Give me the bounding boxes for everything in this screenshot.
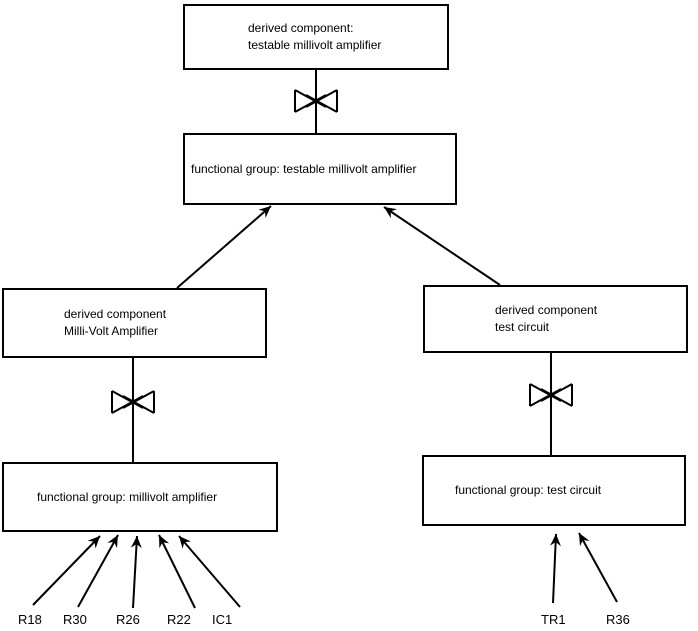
- component-label-r26: R26: [116, 612, 140, 627]
- box-text-line: derived component: [495, 303, 598, 317]
- box-text-line: functional group: test circuit: [455, 483, 602, 497]
- box-derived-component-milli-volt-amplifier: derived component Milli-Volt Amplifier: [2, 288, 267, 358]
- bowtie-decomposition-icon-right: [529, 383, 573, 407]
- box-text-line: functional group: testable millivolt amp…: [191, 161, 417, 176]
- box-derived-component-test-circuit: derived component test circuit: [423, 285, 688, 353]
- box-text-line: testable millivolt amplifier: [248, 38, 382, 52]
- connector-top-derived-to-top-functional: [294, 70, 338, 133]
- component-label-r18: R18: [18, 612, 42, 627]
- arrow-r36-to-right-functional: [578, 532, 618, 603]
- component-label-r22: R22: [167, 612, 191, 627]
- bowtie-decomposition-icon-left: [111, 390, 155, 414]
- component-label-ic1: IC1: [212, 612, 233, 627]
- arrow-r18-to-left-functional: [32, 535, 101, 606]
- component-label-r36: R36: [606, 612, 630, 627]
- arrow-r22-to-left-functional: [158, 534, 196, 609]
- arrow-tr1-to-right-functional: [549, 533, 561, 604]
- box-functional-group-millivolt-amplifier: functional group: millivolt amplifier: [2, 462, 278, 532]
- bowtie-decomposition-icon-top: [294, 89, 338, 113]
- arrow-right-derived-to-top-functional: [383, 206, 501, 286]
- box-text-line: Milli-Volt Amplifier: [64, 324, 159, 338]
- connector-right-derived-to-right-functional: [529, 353, 573, 455]
- box-text-line: functional group: millivolt amplifier: [37, 489, 218, 504]
- box-text-line: test circuit: [495, 320, 550, 334]
- arrow-r30-to-left-functional: [77, 534, 119, 608]
- box-functional-group-testable-millivolt-amplifier: functional group: testable millivolt amp…: [183, 133, 457, 205]
- component-label-r30: R30: [63, 612, 87, 627]
- box-functional-group-test-circuit: functional group: test circuit: [422, 455, 686, 526]
- arrow-r26-to-left-functional: [130, 535, 142, 609]
- component-label-tr1: TR1: [541, 612, 566, 627]
- connector-left-derived-to-left-functional: [111, 358, 155, 462]
- arrow-ic1-to-left-functional: [178, 535, 241, 608]
- box-text-line: derived component: [64, 307, 167, 321]
- box-text-line: derived component:: [248, 21, 354, 35]
- arrow-left-derived-to-top-functional: [176, 205, 272, 289]
- box-derived-component-testable-millivolt-amplifier: derived component: testable millivolt am…: [183, 4, 449, 70]
